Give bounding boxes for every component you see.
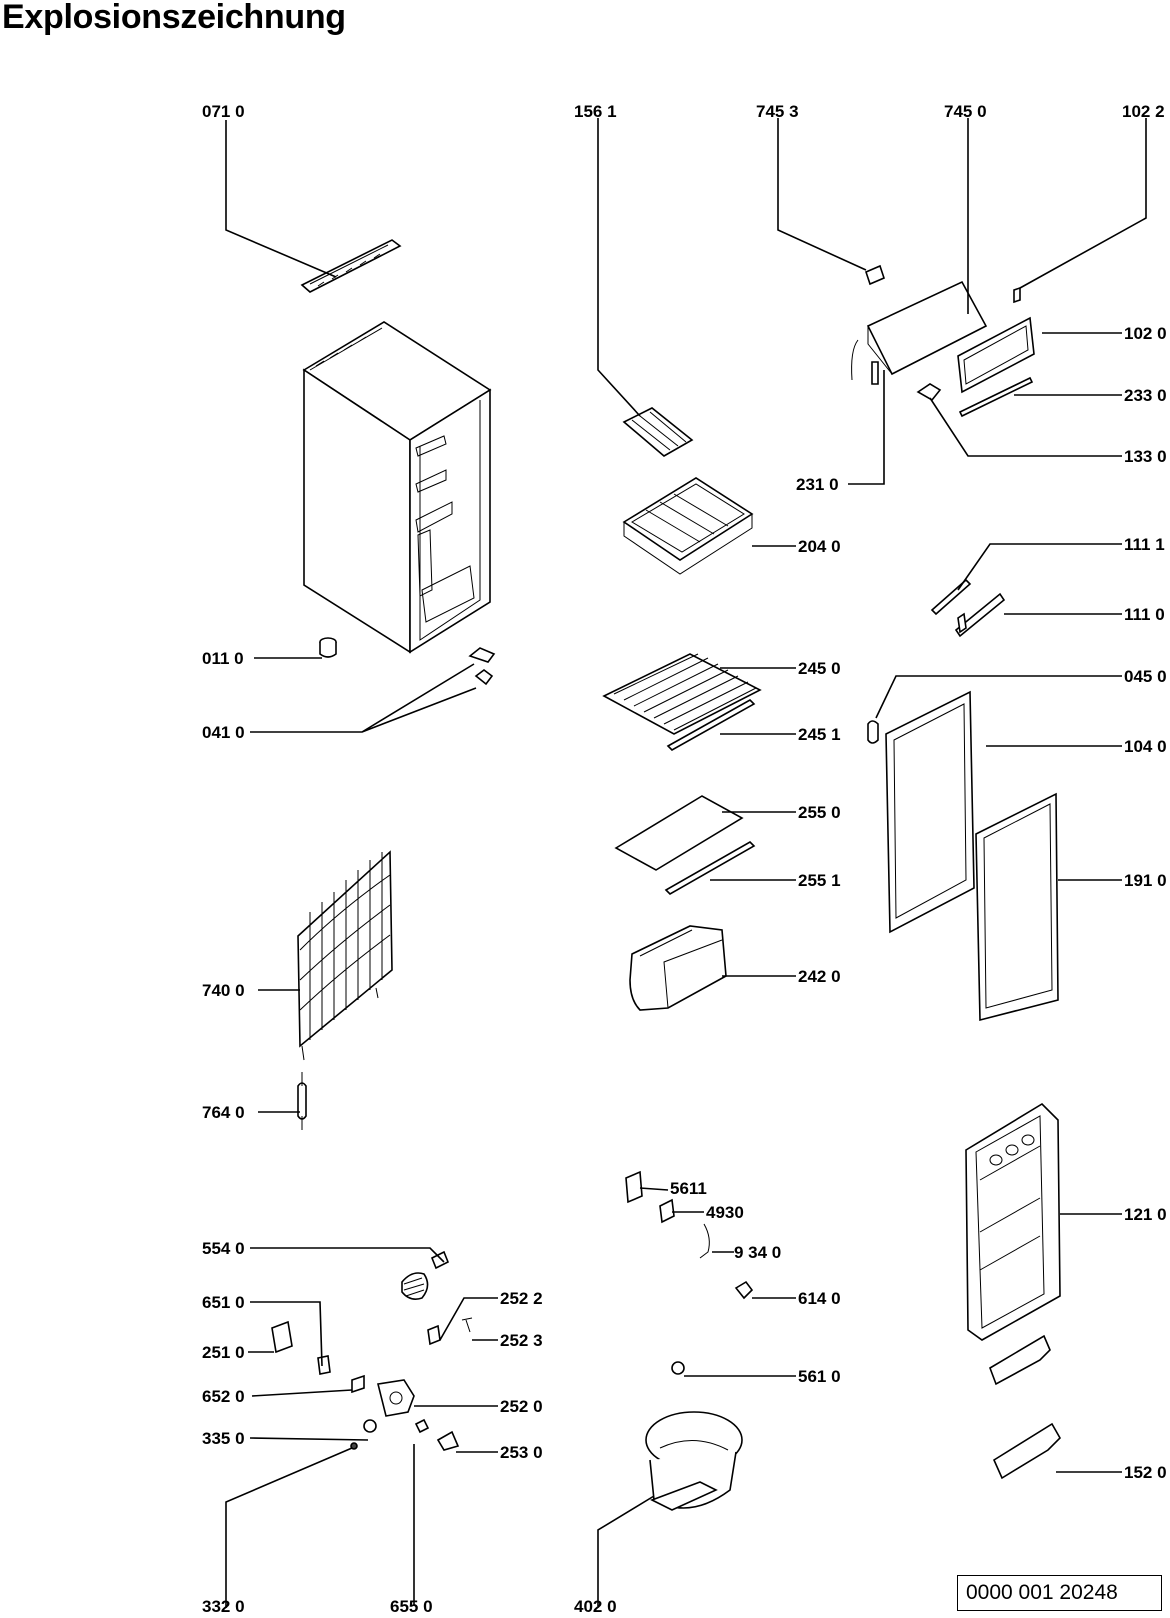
part-label: 745 3: [756, 102, 799, 121]
shelf-trim-1: [666, 699, 756, 751]
bracket-small: [699, 1223, 710, 1259]
part-label: 133 0: [1124, 447, 1167, 466]
lamp-holder: [659, 1198, 675, 1224]
control-panel-strip: [300, 239, 402, 293]
sensor-clip: [427, 1324, 441, 1346]
fridge-cabinet: [302, 321, 492, 654]
compressor: [645, 1411, 743, 1511]
cap-small: [414, 1418, 430, 1434]
part-label: 253 0: [500, 1443, 543, 1462]
hinge-plate-upper: [930, 578, 972, 616]
part-label: 335 0: [202, 1429, 245, 1448]
door-bushing: [867, 720, 879, 744]
part-label: 652 0: [202, 1387, 245, 1406]
part-label: 233 0: [1124, 386, 1167, 405]
door-rack-upper: [989, 1334, 1051, 1386]
relay-coil: [401, 1250, 450, 1300]
part-label: 252 2: [500, 1289, 543, 1308]
valve-knob: [865, 264, 885, 286]
part-label: 655 0: [390, 1597, 433, 1616]
glass-shelf: [614, 795, 744, 871]
part-label: 614 0: [798, 1289, 841, 1308]
part-label: 102 2: [1122, 102, 1165, 121]
freezer-compartment: [851, 280, 988, 381]
starter-relay: [377, 1379, 415, 1417]
page-title: Explosionszeichnung: [2, 0, 346, 36]
part-label: 252 0: [500, 1397, 543, 1416]
light-switch: [734, 1280, 754, 1300]
door-liner: [965, 1102, 1061, 1341]
part-label: 255 1: [798, 871, 841, 890]
relay-contact: [317, 1355, 331, 1375]
part-label: 071 0: [202, 102, 245, 121]
door-gasket: [975, 792, 1059, 1022]
condenser-grid: [297, 850, 393, 1061]
part-label: 255 0: [798, 803, 841, 822]
freezer-tray: [622, 477, 754, 575]
part-label: 011 0: [202, 649, 244, 668]
part-label: 251 0: [202, 1343, 245, 1362]
part-label: 111 0: [1124, 605, 1165, 624]
freezer-flap: [957, 316, 1035, 394]
part-label: 121 0: [1124, 1205, 1167, 1224]
wire-shelf: [602, 653, 762, 735]
dryer-filter: [297, 1072, 307, 1130]
part-label: 651 0: [202, 1293, 245, 1312]
thermostat-housing: [625, 1170, 643, 1204]
part-labels: 071 0 156 1 745 3 745 0 102 2 102 0 233 …: [202, 102, 1167, 1616]
terminal-cover: [436, 1430, 460, 1451]
part-label: 231 0: [796, 475, 839, 494]
part-label: 764 0: [202, 1103, 245, 1122]
door-panel: [885, 690, 975, 934]
document-number-box: 0000 001 20248: [957, 1575, 1162, 1611]
part-label: 252 3: [500, 1331, 543, 1350]
flap-catch: [916, 383, 942, 402]
part-label: 191 0: [1124, 871, 1167, 890]
part-label: 561 0: [798, 1367, 841, 1386]
part-label: 5611: [670, 1179, 707, 1198]
cable-clip: [351, 1374, 365, 1394]
part-label: 4930: [706, 1203, 744, 1222]
hinge-set: [468, 647, 496, 686]
thermostat-bracket: [271, 1320, 293, 1354]
part-label: 045 0: [1124, 667, 1167, 686]
part-label: 102 0: [1124, 324, 1167, 343]
part-label: 156 1: [574, 102, 617, 121]
part-label: 204 0: [798, 537, 841, 556]
leader-lines: [225, 118, 1147, 1608]
part-label: 745 0: [944, 102, 987, 121]
vegetable-crisper: [629, 925, 727, 1011]
part-label: 104 0: [1124, 737, 1167, 756]
part-label: 554 0: [202, 1239, 245, 1258]
part-label: 041 0: [202, 723, 245, 742]
door-rack-lower: [992, 1422, 1061, 1480]
ice-cube-tray: [622, 407, 694, 457]
lamp-bulb: [671, 1361, 685, 1375]
small-clip: [1013, 286, 1021, 304]
part-label: 245 0: [798, 659, 841, 678]
part-label: 152 0: [1124, 1463, 1167, 1482]
part-label: 740 0: [202, 981, 245, 1000]
washer-dot: [350, 1442, 358, 1450]
part-label: 245 1: [798, 725, 841, 744]
part-label: 332 0: [202, 1597, 245, 1616]
shelf-trim-2: [664, 841, 756, 895]
part-label: 9 34 0: [734, 1243, 781, 1262]
part-label: 111 1: [1124, 535, 1165, 554]
part-label: 402 0: [574, 1597, 617, 1616]
cabinet-foot: [319, 637, 337, 658]
part-label: 242 0: [798, 967, 841, 986]
knob-small: [363, 1419, 377, 1433]
screw-small: [461, 1317, 473, 1333]
latch-pin: [871, 361, 879, 385]
flap-hinge-bar: [958, 376, 1034, 418]
hinge-plate-lower: [954, 592, 1006, 638]
